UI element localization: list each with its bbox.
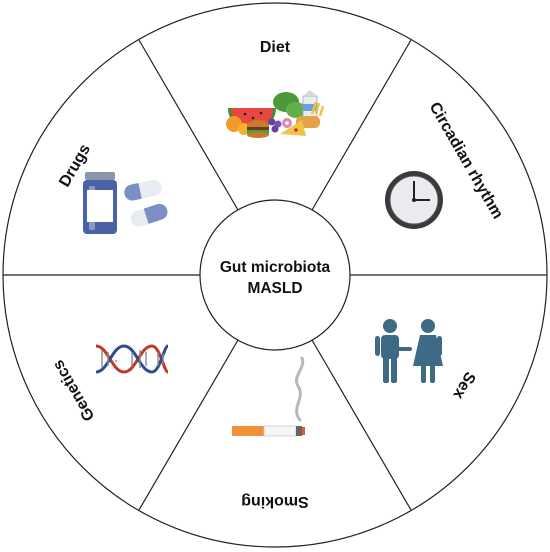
segment-label-smoking: Smoking [241,493,309,510]
man-woman-icon [375,319,443,383]
segment-dividers [3,39,547,511]
pills-icon [83,172,168,234]
center-label-line2: MASLD [247,280,302,297]
center-label-line1: Gut microbiota [220,259,331,276]
dna-icon [95,344,169,374]
clock-icon [385,171,443,229]
food-icon [226,90,325,138]
cigarette-icon [232,356,305,437]
segment-label-diet: Diet [260,39,291,56]
center-circle [199,199,351,351]
